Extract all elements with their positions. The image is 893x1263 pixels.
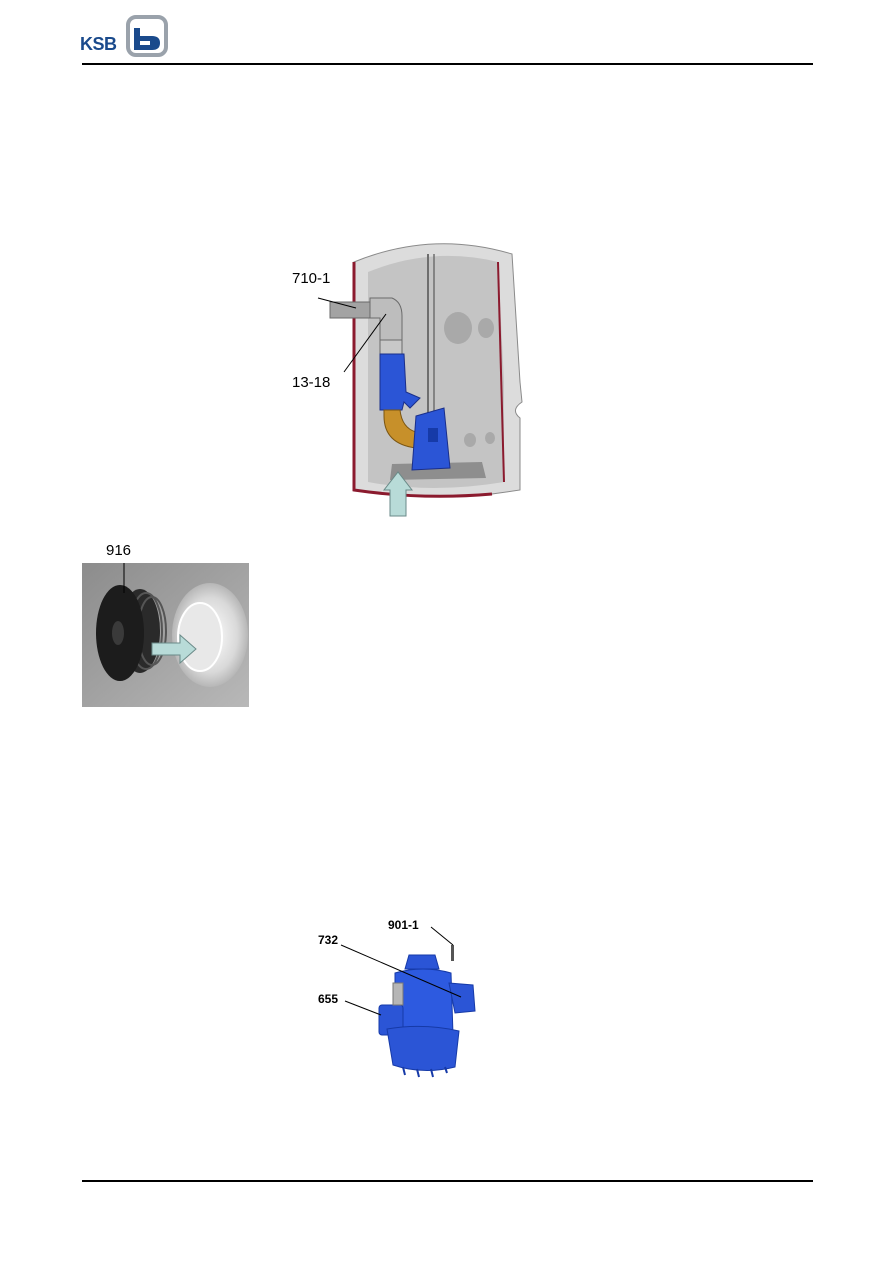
callout-655: 655 — [318, 992, 338, 1006]
header-rule — [82, 63, 813, 65]
plug-figure — [82, 563, 249, 707]
callout-916: 916 — [106, 542, 131, 559]
callout-13-18: 13-18 — [292, 374, 330, 391]
callout-901-1: 901-1 — [388, 918, 419, 932]
footer-rule — [82, 1180, 813, 1182]
leader-901-1 — [431, 927, 453, 945]
leader-655 — [345, 1001, 381, 1015]
callout-732: 732 — [318, 933, 338, 947]
ksb-logo-text: KSB — [80, 34, 117, 55]
callout-710-1: 710-1 — [292, 270, 330, 287]
plug-illustration — [82, 563, 249, 707]
